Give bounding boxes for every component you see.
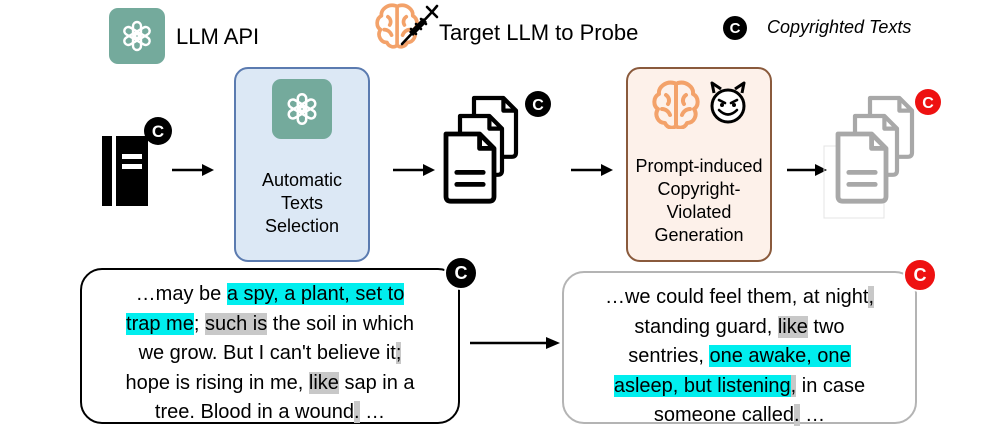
text-span: in case bbox=[796, 374, 866, 397]
text-span: … bbox=[359, 401, 386, 423]
passage-line: hope is rising in me, like sap in a bbox=[82, 369, 458, 399]
text-span: sap in a bbox=[338, 371, 415, 394]
text-span: sentries, bbox=[628, 345, 710, 367]
svg-text:C: C bbox=[532, 97, 544, 114]
passage-line: tree. Blood in a wound. … bbox=[82, 398, 458, 428]
text-span: the soil in which bbox=[267, 312, 414, 335]
copyright-icon: C bbox=[903, 258, 937, 292]
text-span: two bbox=[807, 315, 845, 338]
passage-line: …we could feel them, at night, bbox=[564, 283, 915, 313]
openai-logo-icon bbox=[109, 8, 165, 64]
text-span: ; bbox=[193, 312, 205, 335]
highlighted-span: . bbox=[353, 401, 360, 423]
highlighted-span: like bbox=[777, 315, 808, 338]
copyright-icon: C bbox=[444, 256, 478, 290]
generation-label-line: Prompt-induced bbox=[635, 156, 763, 176]
text-span: tree. Blood in a wound bbox=[154, 401, 354, 423]
legend-llm-api: LLM API bbox=[176, 24, 260, 49]
generated-documents-icon: C bbox=[822, 88, 950, 220]
copyright-symbol: C bbox=[729, 19, 741, 37]
book-icon: C bbox=[98, 116, 178, 211]
passage-line: we grow. But I can't believe it; bbox=[82, 339, 458, 369]
text-span: standing guard, bbox=[634, 315, 778, 338]
automatic-texts-selection-box: Automatic Texts Selection bbox=[234, 67, 370, 262]
svg-text:C: C bbox=[922, 95, 934, 112]
arrow-right-icon bbox=[470, 336, 560, 350]
highlighted-span: , bbox=[868, 286, 875, 308]
highlighted-span: one awake, one bbox=[709, 345, 851, 367]
svg-text:C: C bbox=[152, 122, 164, 141]
text-span: … bbox=[799, 404, 826, 426]
highlighted-span: like bbox=[308, 371, 339, 394]
text-span: …we could feel them, at night bbox=[604, 286, 869, 308]
generation-icons bbox=[650, 77, 748, 130]
text-span: someone called bbox=[653, 404, 794, 426]
arrow-right-icon bbox=[787, 163, 827, 177]
brain-icon bbox=[650, 77, 702, 130]
copyright-icon: C bbox=[723, 16, 747, 40]
generation-label-line: Copyright- bbox=[657, 179, 741, 199]
highlighted-span: trap me bbox=[126, 312, 194, 335]
highlighted-span: asleep, but listening bbox=[613, 374, 791, 397]
passage-line: asleep, but listening, in case bbox=[564, 372, 915, 402]
generation-label-line: Violated bbox=[666, 202, 732, 222]
passage-line: someone called. … bbox=[564, 401, 915, 431]
arrow-right-icon bbox=[172, 163, 214, 177]
legend-target-llm: Target LLM to Probe bbox=[439, 20, 639, 45]
openai-logo-icon bbox=[272, 79, 332, 139]
passage-line: standing guard, like two bbox=[564, 313, 915, 343]
text-span: …may be bbox=[135, 283, 227, 305]
documents-icon: C bbox=[442, 90, 554, 220]
passage-line: sentries, one awake, one bbox=[564, 342, 915, 372]
highlighted-span: ; bbox=[395, 342, 402, 364]
highlighted-span: , bbox=[790, 374, 797, 397]
text-span: hope is rising in me, bbox=[125, 371, 309, 394]
arrow-right-icon bbox=[393, 163, 435, 177]
selection-box-label: Automatic Texts Selection bbox=[262, 169, 342, 238]
highlighted-span: a spy, a plant, set to bbox=[226, 283, 405, 305]
arrow-right-icon bbox=[571, 163, 613, 177]
generation-label-line: Generation bbox=[654, 225, 744, 245]
highlighted-span: such is bbox=[204, 312, 268, 335]
devil-smiley-icon bbox=[708, 81, 748, 125]
passage-line: trap me; such is the soil in which bbox=[82, 310, 458, 340]
passage-line: …may be a spy, a plant, set to bbox=[82, 280, 458, 310]
highlighted-span: . bbox=[793, 404, 800, 426]
legend-copyrighted-texts: Copyrighted Texts bbox=[767, 17, 912, 37]
selection-label-line: Selection bbox=[264, 216, 340, 236]
text-span: we grow. But I can't believe it bbox=[138, 342, 396, 364]
generated-passage: …we could feel them, at night,standing g… bbox=[562, 271, 917, 426]
selection-label-line: Texts bbox=[280, 193, 323, 213]
copyright-violated-generation-box: Prompt-induced Copyright- Violated Gener… bbox=[626, 67, 772, 262]
generation-box-label: Prompt-induced Copyright- Violated Gener… bbox=[635, 155, 762, 247]
brain-syringe-icon bbox=[375, 2, 439, 50]
selection-label-line: Automatic bbox=[261, 170, 343, 190]
